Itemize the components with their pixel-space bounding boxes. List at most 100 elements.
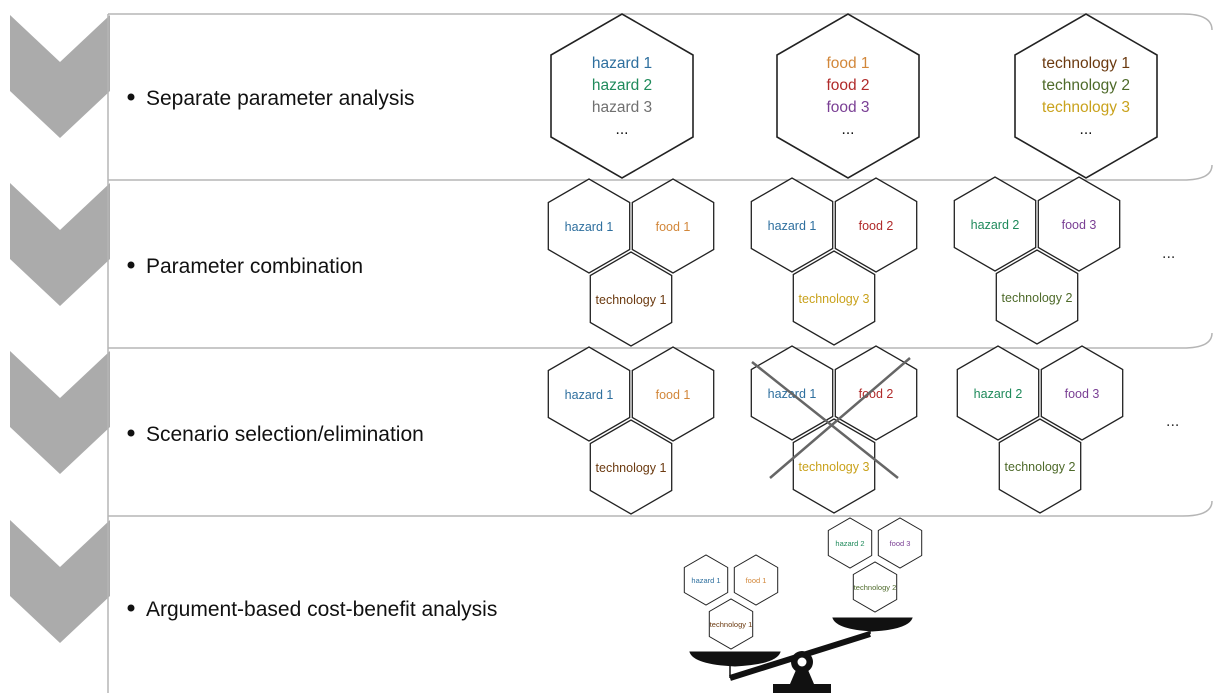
hazard-hexagon	[547, 178, 631, 274]
food-hexagon	[877, 517, 923, 569]
scale-left-pan	[689, 651, 781, 667]
food-hexagon	[1037, 176, 1121, 272]
scale-base	[773, 684, 831, 693]
technology-label: technology 1	[596, 293, 667, 307]
step-arrow-4	[10, 520, 110, 643]
food-hexagon	[834, 177, 918, 273]
hazard-label: hazard 2	[971, 218, 1020, 232]
step-arrow-1	[10, 15, 110, 138]
bullet	[127, 429, 135, 437]
parameter-label: hazard 1	[592, 55, 652, 72]
food-hexagon	[631, 346, 715, 442]
hazard-hexagon	[953, 176, 1037, 272]
food-label: food 3	[890, 539, 911, 548]
technology-label: technology 3	[799, 460, 870, 474]
scale-icon	[689, 617, 913, 693]
scenario-cluster-1: hazard 1 food 1 technology 1	[547, 346, 715, 515]
parameter-label: food 3	[826, 99, 869, 116]
technology-hexagon	[708, 598, 754, 650]
row3-ellipsis: ...	[1166, 413, 1179, 430]
bullet	[127, 604, 135, 612]
parameter-label: food 2	[826, 77, 869, 94]
step-arrow-3	[10, 351, 110, 474]
row-labels: Separate parameter analysis Parameter co…	[127, 87, 497, 621]
hazard-hexagon	[956, 345, 1040, 441]
technology-hexagon	[998, 418, 1082, 514]
technology-label: technology 3	[799, 292, 870, 306]
cost-benefit-scale: hazard 2 food 3 technology 2 hazard 1 food 1…	[683, 517, 923, 693]
row-label-3: Scenario selection/elimination	[146, 423, 424, 446]
row-box-2	[107, 164, 1213, 348]
parameter-hexagon	[1014, 13, 1158, 179]
row-label-4: Argument-based cost-benefit analysis	[146, 598, 497, 621]
food-hexagon	[631, 178, 715, 274]
scenario-cluster-3: hazard 2 food 3 technology 2	[956, 345, 1124, 514]
row-box-1	[107, 13, 1213, 180]
scale-stand	[790, 670, 814, 684]
food-label: food 3	[1065, 387, 1100, 401]
technology-hexagon	[995, 249, 1079, 345]
row-label-1: Separate parameter analysis	[146, 87, 414, 110]
ellipsis: ...	[1080, 121, 1093, 138]
elimination-cross	[769, 357, 911, 479]
technology-label: technology 2	[1002, 291, 1073, 305]
step-arrows	[10, 15, 110, 643]
technology-hexagon	[852, 561, 898, 613]
parameter-hexagon	[550, 13, 694, 179]
food-hexagon	[1040, 345, 1124, 441]
technology-label: technology 2	[1005, 460, 1076, 474]
technology-hexagon	[589, 251, 673, 347]
parameter-hexagon	[776, 13, 920, 179]
food-label: food 2	[859, 387, 894, 401]
hazard-hexagon	[547, 346, 631, 442]
hazard-label: hazard 1	[691, 576, 720, 585]
row-boxes	[107, 13, 1213, 693]
food-hexagon	[733, 554, 779, 606]
food-label: food 1	[656, 388, 691, 402]
hazard-label: hazard 1	[565, 388, 614, 402]
hazard-label: hazard 1	[565, 220, 614, 234]
bullet	[127, 93, 135, 101]
parameter-group-2: food 1 food 2 food 3...	[776, 13, 920, 179]
parameter-label: food 1	[826, 55, 869, 72]
hazard-hexagon	[750, 177, 834, 273]
scenario-cluster-1: hazard 1 food 1 technology 1	[547, 178, 715, 347]
hazard-label: hazard 2	[835, 539, 864, 548]
scale-pivot-hole	[797, 657, 807, 667]
technology-hexagon	[589, 419, 673, 515]
row2-ellipsis: ...	[1162, 245, 1175, 262]
parameter-label: technology 1	[1042, 55, 1130, 72]
hazard-label: hazard 2	[974, 387, 1023, 401]
food-label: food 1	[656, 220, 691, 234]
technology-label: technology 1	[710, 620, 753, 629]
technology-label: technology 1	[596, 461, 667, 475]
step-arrow-2	[10, 183, 110, 306]
scenario-cluster-3: hazard 2 food 3 technology 2	[953, 176, 1121, 345]
parameter-label: hazard 2	[592, 77, 652, 94]
hazard-hexagon	[683, 554, 729, 606]
food-label: food 2	[859, 219, 894, 233]
technology-label: technology 2	[854, 583, 897, 592]
left-pan-scenario: hazard 1 food 1 technology 1	[683, 554, 779, 650]
ellipsis: ...	[616, 121, 629, 138]
parameter-label: technology 3	[1042, 99, 1130, 116]
hazard-hexagon	[827, 517, 873, 569]
row-box-4	[107, 500, 1213, 693]
ellipsis: ...	[842, 121, 855, 138]
technology-hexagon	[792, 250, 876, 346]
row-box-3	[107, 332, 1213, 516]
right-pan-scenario: hazard 2 food 3 technology 2	[827, 517, 923, 613]
food-label: food 1	[746, 576, 767, 585]
scale-right-pan	[832, 617, 913, 632]
bullet	[127, 261, 135, 269]
food-label: food 3	[1062, 218, 1097, 232]
